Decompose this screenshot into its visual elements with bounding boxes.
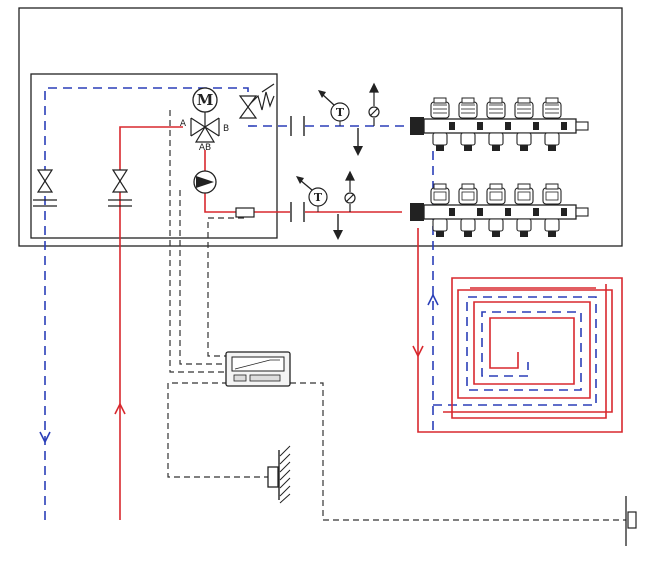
controller-button[interactable] — [233, 374, 247, 382]
room-temperature-sensor[interactable] — [267, 445, 291, 504]
manifold-outlet[interactable] — [458, 183, 483, 237]
supply-temperature-sensor[interactable] — [235, 207, 255, 218]
manifold-outlet[interactable] — [486, 183, 511, 237]
svg-text:T: T — [314, 191, 323, 204]
wire-motor-to-controller — [169, 110, 226, 373]
thermometer-upper[interactable]: T — [318, 90, 350, 126]
motorized-three-way-valve[interactable]: M A B AB — [180, 87, 229, 153]
air-vent-upper[interactable] — [368, 82, 380, 126]
union-coupling-lower — [290, 202, 305, 222]
manifold-outlet[interactable] — [514, 97, 539, 151]
balancing-valve[interactable] — [238, 83, 275, 119]
motor-label: M — [197, 91, 214, 109]
manifold-outlet[interactable] — [542, 183, 567, 237]
manifold-plug — [575, 207, 589, 217]
supply-riser — [119, 126, 183, 520]
port-b-label: B — [223, 124, 229, 134]
wire-pump-to-controller — [179, 190, 226, 365]
circulation-pump[interactable] — [193, 170, 217, 194]
return-flow-arrow-left — [39, 431, 51, 444]
floor-loop-supply-coil — [417, 277, 623, 433]
controller-button[interactable] — [249, 374, 281, 382]
manifold-plug — [575, 121, 589, 131]
manifold-bar — [423, 204, 577, 220]
shutoff-valve-return[interactable] — [33, 169, 57, 207]
return-flow-arrow-collector — [427, 293, 439, 306]
floor-loop-supply-inner — [443, 289, 613, 413]
valve-body — [190, 117, 220, 143]
weather-controller[interactable] — [225, 351, 291, 387]
drain-arrow-lower — [333, 214, 343, 240]
manifold-outlet[interactable] — [542, 97, 567, 151]
air-vent-lower[interactable] — [344, 170, 356, 212]
union-coupling-upper — [290, 116, 305, 136]
port-ab-label: AB — [199, 143, 211, 153]
manifold-outlet[interactable] — [430, 183, 455, 237]
manifold-end-cap — [410, 203, 424, 221]
outdoor-temperature-sensor[interactable] — [625, 496, 637, 546]
manifold-end-cap — [410, 117, 424, 135]
controller-display — [231, 356, 285, 372]
thermometer-lower[interactable]: T — [296, 176, 328, 212]
manifold-bar — [423, 118, 577, 134]
outer-cabinet-frame — [18, 7, 623, 247]
manifold-outlet[interactable] — [458, 97, 483, 151]
manifold-outlet[interactable] — [430, 97, 455, 151]
supply-flow-arrow-floor — [412, 345, 424, 358]
port-a-label: A — [180, 119, 187, 129]
wall-hatching — [279, 445, 291, 504]
floor-loop-return-coil — [433, 296, 597, 406]
control-wiring — [167, 110, 626, 521]
supply-pipes — [119, 126, 623, 520]
return-riser-left — [44, 87, 249, 520]
supply-flow-arrow-riser — [114, 402, 126, 415]
return-manifold[interactable] — [410, 97, 589, 151]
wire-sensor-to-controller — [207, 217, 244, 357]
shutoff-valve-supply[interactable] — [108, 169, 132, 207]
manifold-outlet[interactable] — [514, 183, 539, 237]
mixing-unit-frame — [30, 73, 278, 239]
wire-controller-to-room-sensor — [167, 382, 268, 478]
manifold-outlet[interactable] — [486, 97, 511, 151]
return-pipes — [44, 87, 597, 520]
drain-arrow-upper — [353, 128, 363, 156]
svg-text:T: T — [336, 106, 345, 119]
wire-controller-to-outdoor-sensor — [290, 382, 626, 521]
controller-display-graph — [234, 359, 280, 370]
supply-manifold[interactable] — [410, 183, 589, 237]
